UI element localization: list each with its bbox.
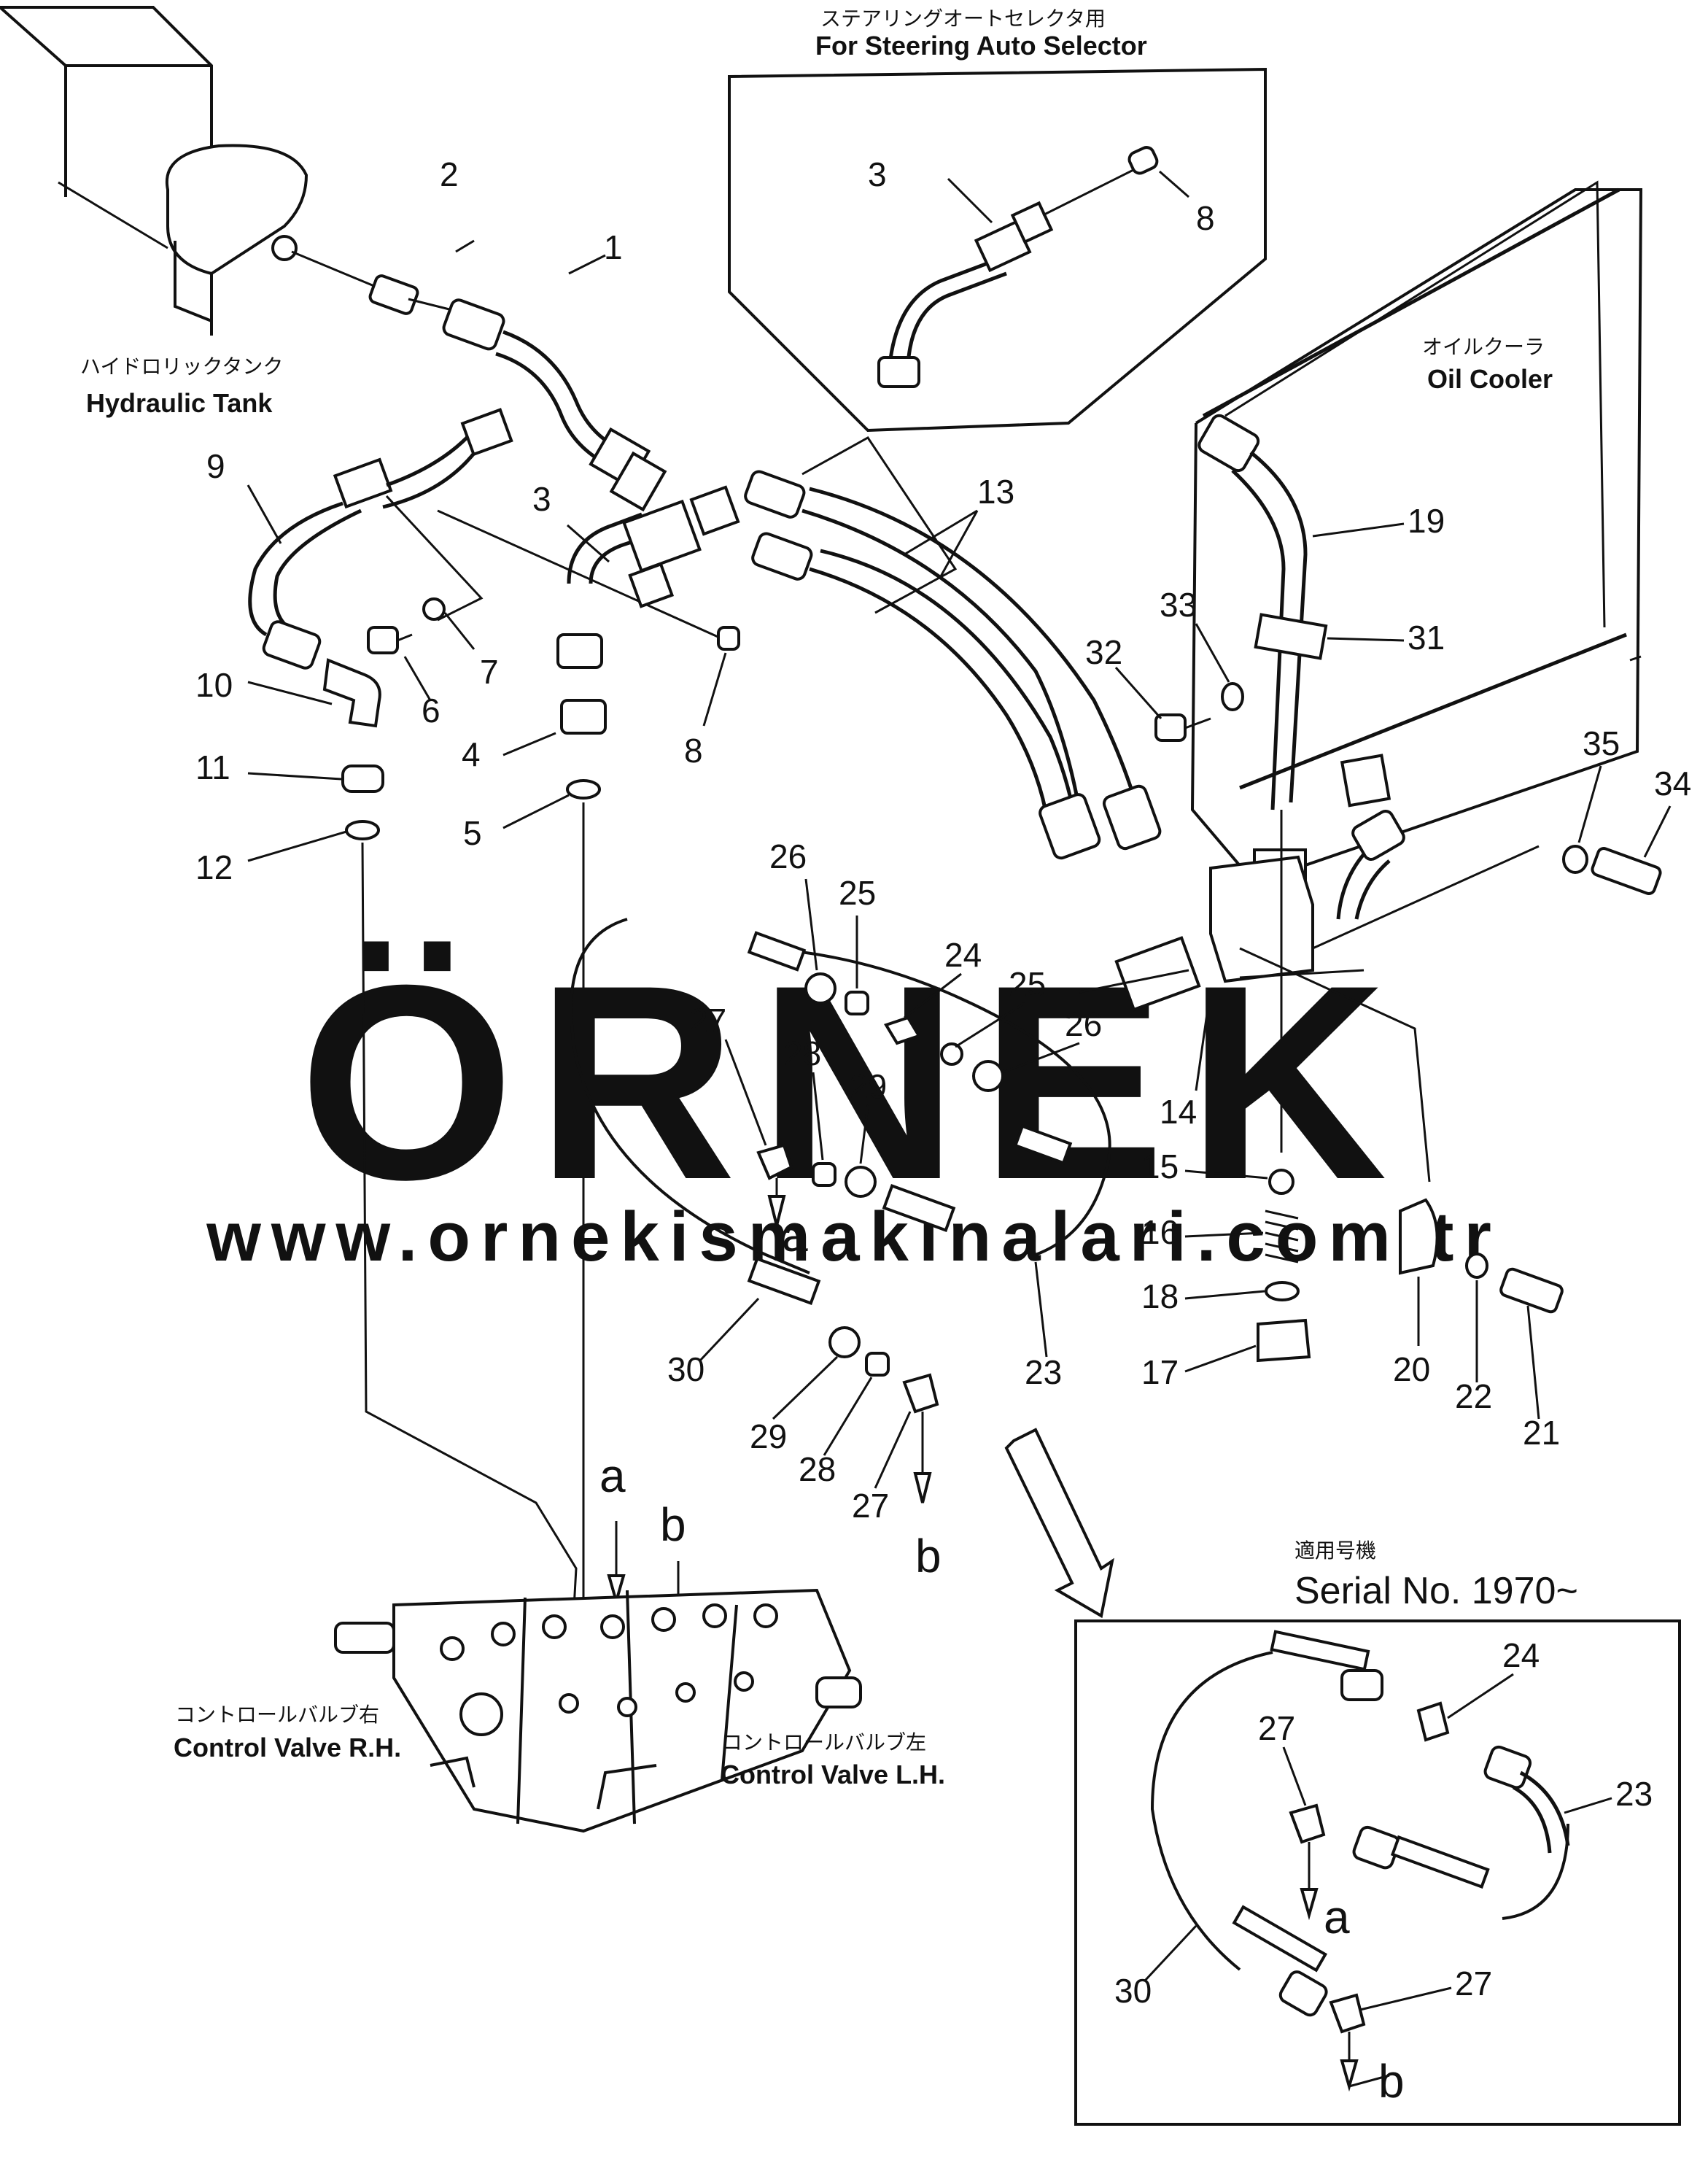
callout-32: 32 bbox=[1085, 633, 1122, 671]
watermark: ÖRNEK www.ornekismakinalari.com.tr bbox=[206, 927, 1502, 1276]
callout-25a: 25 bbox=[839, 874, 876, 912]
tank-fittings bbox=[291, 239, 667, 512]
callout-15: 15 bbox=[1141, 1147, 1179, 1185]
watermark-url: www.ornekismakinalari.com.tr bbox=[206, 1198, 1502, 1276]
inset-letter-b: b bbox=[1378, 2055, 1405, 2108]
tank-label-jp: ハイドロリックタンク bbox=[80, 355, 283, 378]
oil-cooler bbox=[1190, 180, 1643, 884]
letter-a-center: a bbox=[782, 1209, 808, 1261]
selector-inset-frame bbox=[728, 67, 1267, 433]
o-ring-15 bbox=[1268, 1169, 1294, 1195]
valve-rh-label-jp: コントロールバルブ右 bbox=[175, 1703, 379, 1726]
callout-9: 9 bbox=[206, 447, 225, 485]
selector-inset-parts bbox=[877, 146, 1189, 388]
cooler-label-en: Oil Cooler bbox=[1427, 364, 1553, 394]
callout-34: 34 bbox=[1654, 765, 1691, 802]
callout-19: 19 bbox=[1408, 502, 1445, 540]
watermark-brand: ÖRNEK bbox=[299, 927, 1409, 1237]
callout-28b: 28 bbox=[799, 1450, 836, 1488]
callout-3: 3 bbox=[532, 480, 551, 518]
callout-33: 33 bbox=[1160, 586, 1197, 624]
callout-35: 35 bbox=[1583, 724, 1620, 762]
block-14 bbox=[1079, 845, 1540, 1183]
serial-inset-frame bbox=[1074, 1619, 1681, 2126]
callout-25b: 25 bbox=[1009, 965, 1046, 1003]
inset-pointer-arrow bbox=[1004, 1428, 1114, 1619]
callout-11: 11 bbox=[195, 748, 230, 786]
bracket-20 bbox=[1399, 1198, 1439, 1275]
tank-label-en: Hydraulic Tank bbox=[86, 388, 273, 418]
cooler-label-jp: オイルクーラ bbox=[1422, 336, 1545, 358]
washer-22 bbox=[1465, 1253, 1488, 1279]
callout-8: 8 bbox=[684, 732, 703, 770]
serial-label-jp: 適用号機 bbox=[1294, 1539, 1376, 1562]
serial-label-en: Serial No. 1970~ bbox=[1294, 1570, 1578, 1612]
bolt-32-washer-33 bbox=[1154, 682, 1244, 742]
callout-4: 4 bbox=[462, 735, 481, 773]
callout-5: 5 bbox=[463, 814, 482, 852]
selector-title-jp: ステアリングオートセレクタ用 bbox=[820, 7, 1106, 30]
inset-letter-a: a bbox=[1324, 1891, 1350, 1943]
callout-10: 10 bbox=[195, 666, 233, 704]
callout-7: 7 bbox=[480, 653, 499, 691]
valve-lh-label-en: Control Valve L.H. bbox=[721, 1760, 945, 1789]
valve-rh-label-en: Control Valve R.H. bbox=[174, 1733, 401, 1762]
control-valves bbox=[334, 1588, 862, 1833]
callout-21: 21 bbox=[1523, 1414, 1560, 1452]
letter-b-center: b bbox=[915, 1530, 942, 1582]
bolt-6-washer-7 bbox=[367, 597, 475, 654]
plug-17 bbox=[1257, 1318, 1311, 1363]
callout-3-inset: 3 bbox=[868, 155, 887, 193]
callout-8-inset: 8 bbox=[1196, 199, 1215, 237]
callout-20: 20 bbox=[1393, 1350, 1430, 1388]
callout-27a: 27 bbox=[689, 1002, 726, 1040]
hose-19-assembly bbox=[1197, 414, 1405, 920]
callout-28a: 28 bbox=[784, 1034, 821, 1072]
washer-35 bbox=[1562, 845, 1588, 874]
callout-29a: 29 bbox=[850, 1067, 887, 1105]
bolt-34 bbox=[1591, 847, 1662, 895]
o-ring-18 bbox=[1265, 1281, 1300, 1301]
inset-callout-30: 30 bbox=[1114, 1972, 1152, 2010]
inset-callout-24: 24 bbox=[1502, 1636, 1540, 1674]
valve-lh-label-jp: コントロールバルブ左 bbox=[722, 1731, 926, 1754]
callout-23: 23 bbox=[1025, 1353, 1062, 1391]
callout-31: 31 bbox=[1408, 619, 1445, 657]
callout-2: 2 bbox=[440, 155, 459, 193]
hydraulic-tank bbox=[0, 6, 308, 336]
inset-callout-27b: 27 bbox=[1455, 1965, 1492, 2002]
hose-23-loop bbox=[570, 918, 1111, 1503]
callout-16: 16 bbox=[1141, 1213, 1179, 1251]
hoses-13 bbox=[744, 436, 1162, 860]
callout-17: 17 bbox=[1141, 1353, 1179, 1391]
callout-18: 18 bbox=[1141, 1277, 1179, 1315]
callout-27b: 27 bbox=[852, 1487, 889, 1525]
spring-16 bbox=[1265, 1210, 1299, 1263]
callout-26b: 26 bbox=[1065, 1005, 1102, 1043]
callout-30: 30 bbox=[667, 1350, 704, 1388]
inset-callout-23: 23 bbox=[1615, 1775, 1653, 1813]
letter-b-valve: b bbox=[660, 1498, 686, 1551]
callout-6: 6 bbox=[422, 692, 440, 729]
o-ring-12 bbox=[345, 820, 380, 840]
callout-14: 14 bbox=[1160, 1093, 1197, 1131]
bolt-21 bbox=[1499, 1267, 1564, 1314]
callout-22: 22 bbox=[1455, 1377, 1492, 1415]
callout-1: 1 bbox=[604, 228, 623, 266]
nut-11 bbox=[341, 765, 384, 793]
callout-13: 13 bbox=[977, 473, 1014, 511]
hose-9-assembly bbox=[248, 408, 730, 728]
callout-26a: 26 bbox=[769, 837, 807, 875]
callout-29b: 29 bbox=[750, 1417, 787, 1455]
bracket-3-assembly bbox=[556, 485, 740, 800]
callout-12: 12 bbox=[195, 848, 233, 886]
selector-title-en: For Steering Auto Selector bbox=[815, 31, 1147, 61]
letter-a-valve: a bbox=[599, 1450, 626, 1502]
serial-inset-parts bbox=[1150, 1630, 1570, 2092]
inset-callout-27a: 27 bbox=[1258, 1709, 1295, 1747]
callout-24: 24 bbox=[944, 936, 982, 974]
